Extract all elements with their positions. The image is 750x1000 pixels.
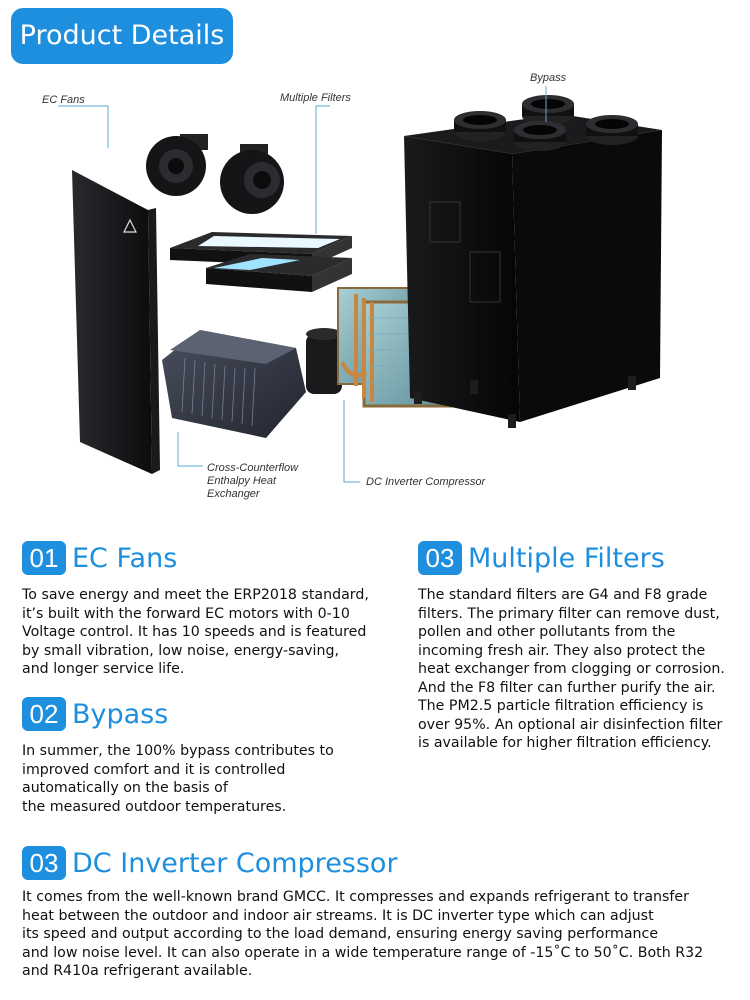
callout-leaders: [58, 86, 547, 483]
section-number-badge: 03: [418, 541, 462, 575]
section-body: The standard filters are G4 and F8 grade…: [418, 587, 725, 751]
ec-fans-part: [146, 134, 284, 214]
callout-multiple-filters: Multiple Filters: [280, 92, 351, 104]
section-number-badge: 01: [22, 541, 66, 575]
section-title: DC Inverter Compressor: [72, 847, 398, 879]
section-number-badge: 02: [22, 697, 66, 731]
side-panel: [72, 170, 160, 474]
section-body: To save energy and meet the ERP2018 stan…: [22, 587, 369, 677]
page-title-badge: Product Details: [11, 8, 233, 64]
section-multiple-filters: 03 Multiple Filters The standard filters…: [418, 541, 748, 753]
section-title: EC Fans: [72, 542, 178, 574]
callout-bypass: Bypass: [530, 72, 567, 84]
callout-compressor: DC Inverter Compressor: [366, 476, 486, 488]
filters-part: [170, 232, 352, 292]
page-title: Product Details: [19, 20, 225, 51]
section-body: It comes from the well-known brand GMCC.…: [22, 889, 704, 979]
section-title: Bypass: [72, 698, 169, 730]
section-title: Multiple Filters: [468, 542, 665, 574]
brand-logo-icon: [123, 218, 137, 233]
callout-ec-fans: EC Fans: [42, 94, 85, 106]
section-number-badge: 03: [22, 846, 66, 880]
product-exploded-diagram: [58, 86, 662, 483]
section-ec-fans: 01 EC Fans To save energy and meet the E…: [22, 541, 392, 679]
bypass-ducts: [454, 95, 638, 151]
section-bypass: 02 Bypass In summer, the 100% bypass con…: [22, 697, 392, 816]
section-body: In summer, the 100% bypass contributes t…: [22, 743, 334, 815]
main-unit-body: [404, 95, 662, 428]
section-dc-inverter-compressor: 03 DC Inverter Compressor It comes from …: [22, 846, 742, 981]
heat-exchanger-part: [162, 330, 306, 438]
callout-heat-exchanger: Cross-Counterflow Enthalpy Heat Exchange…: [207, 462, 299, 500]
